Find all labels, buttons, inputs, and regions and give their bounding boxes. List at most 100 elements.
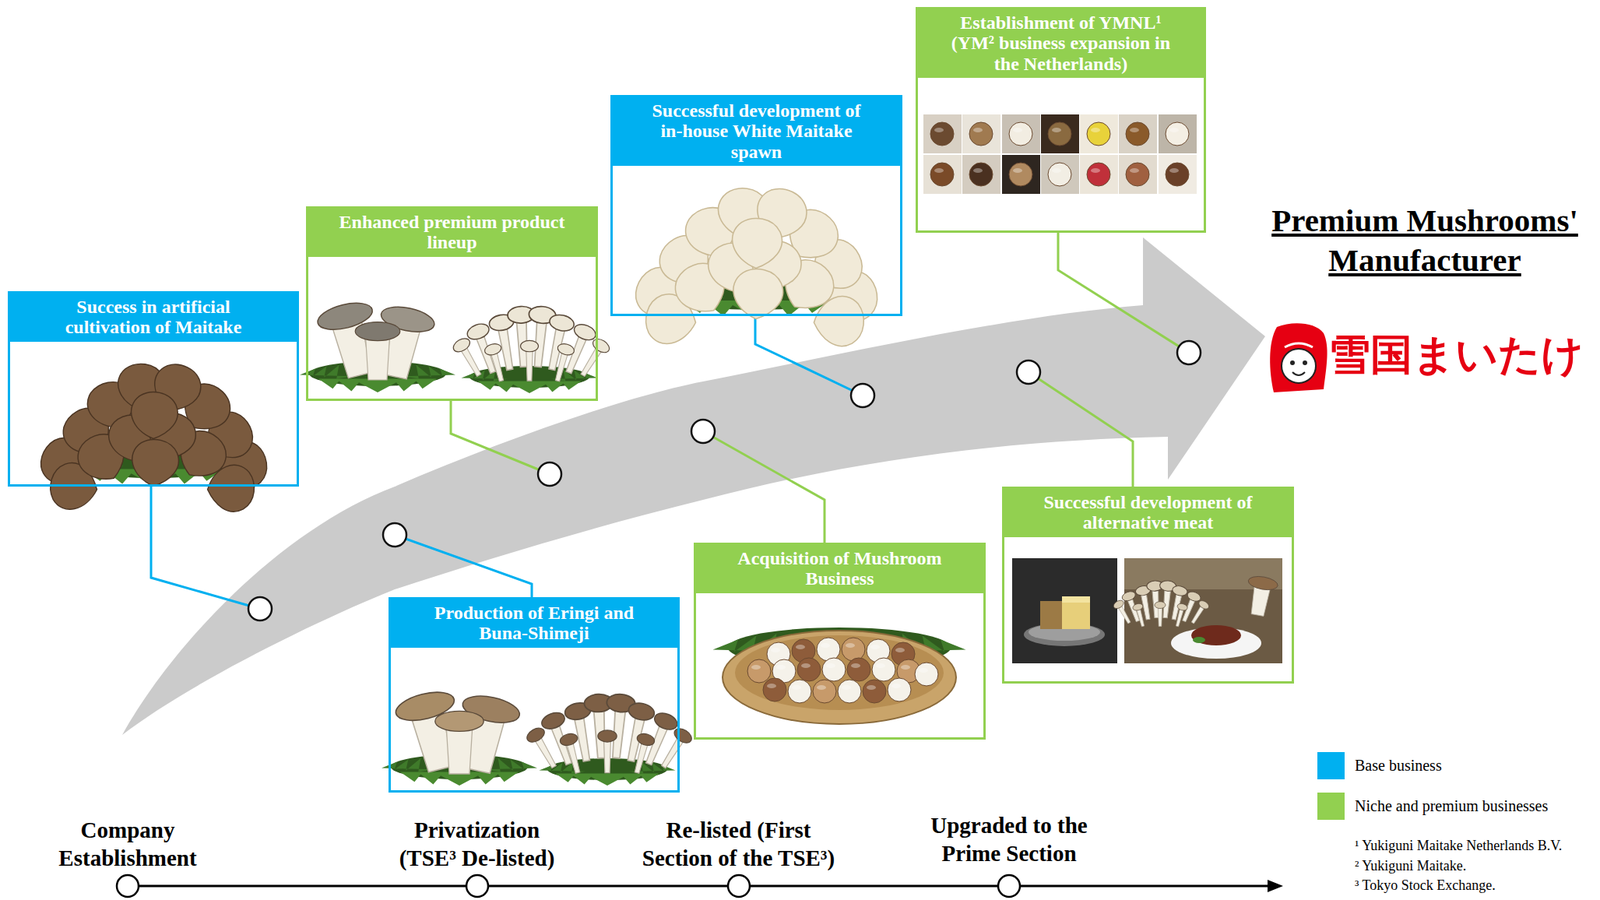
milestone-dots xyxy=(1016,360,1041,384)
timeline xyxy=(466,875,489,897)
mushroom-photo-grid xyxy=(1047,122,1072,146)
basket-picture xyxy=(837,679,862,704)
heading-band: Success in artificial cultivation of Mai… xyxy=(10,293,297,342)
mushroom-photo-grid xyxy=(1040,154,1080,194)
mushroom-photo-grid xyxy=(1040,114,1080,154)
milestone-dots xyxy=(383,523,407,547)
mushroom-photo-grid xyxy=(923,114,1197,194)
alternative-meat-photos xyxy=(1191,625,1242,646)
footnote-box: ² Yukiguni Maitake. xyxy=(1354,858,1467,876)
timeline-label: Re-listed (First Section of the TSE³) xyxy=(635,815,842,873)
box-heading: Production of Eringi and Buna-Shimeji xyxy=(418,602,650,644)
leader-line xyxy=(703,431,825,543)
alternative-meat-photos xyxy=(1111,580,1210,628)
mushroom-photo-grid xyxy=(962,114,1001,154)
logo-mascot xyxy=(1284,343,1313,348)
mushroom-photo-grid xyxy=(1002,114,1041,154)
mushroom-photo-grid xyxy=(1009,122,1033,146)
basket-picture xyxy=(847,657,871,682)
mushroom-photo-grid xyxy=(930,162,954,187)
footnote: ¹ Yukiguni Maitake Netherlands B.V. xyxy=(1354,837,1562,855)
alternative-meat-photos xyxy=(1040,601,1064,630)
milestone-box: Production of Eringi and Buna-Shimeji xyxy=(388,597,680,793)
basket-picture xyxy=(787,679,812,704)
maitake-picture xyxy=(34,359,274,514)
timeline xyxy=(998,875,1020,897)
leader-line xyxy=(1028,372,1133,487)
basket-picture xyxy=(862,679,887,704)
logo-mascot xyxy=(1292,372,1305,376)
alternative-meat-photos xyxy=(1192,636,1206,644)
timeline xyxy=(727,875,750,897)
logo-text-box: 雪国まいたけ xyxy=(1328,330,1584,381)
milestone-box: Establishment of YMNL¹ (YM² business exp… xyxy=(915,7,1207,233)
alternative-meat-photos xyxy=(1061,596,1091,603)
mushroom-photo-grid xyxy=(1009,162,1033,187)
timeline-label-box: Re-listed (First Section of the TSE³) xyxy=(635,815,842,873)
legend-swatch xyxy=(1317,792,1345,820)
milestone-dots xyxy=(538,462,562,486)
mushroom-photo-grid xyxy=(1158,114,1197,154)
title-box: Premium Mushrooms' Manufacturer xyxy=(1255,200,1595,282)
milestone-dots xyxy=(1177,341,1201,365)
leader-line xyxy=(394,534,532,598)
mushroom-photo-grid xyxy=(1079,154,1119,194)
basket-picture xyxy=(812,679,837,704)
eringi-shimeji-picture xyxy=(381,686,695,786)
basket-picture xyxy=(887,678,911,702)
milestone-dots xyxy=(248,597,272,621)
white-maitake-picture xyxy=(628,183,884,349)
milestone-dots xyxy=(850,383,875,408)
heading-band: Successful development of in-house White… xyxy=(612,97,901,166)
mushroom-photo-grid xyxy=(930,122,954,146)
leader-line xyxy=(450,400,550,475)
logo-mascot xyxy=(1290,360,1295,366)
basket-picture xyxy=(747,659,771,683)
alternative-meat-photos xyxy=(1061,596,1091,630)
heading-band: Successful development of alternative me… xyxy=(1004,488,1292,538)
eringi-shimeji-picture xyxy=(435,710,484,774)
timeline xyxy=(1267,879,1284,893)
mushroom-photo-grid xyxy=(1086,162,1111,187)
milestone-box: Acquisition of Mushroom Business xyxy=(693,542,986,740)
milestone-box: Success in artificial cultivation of Mai… xyxy=(7,291,299,487)
mushroom-photo-grid xyxy=(1165,122,1189,146)
logo-mascot xyxy=(1281,348,1316,384)
logo-mascot xyxy=(1269,323,1327,393)
timeline-label-box: Company Establishment xyxy=(49,815,206,873)
footnote: ³ Tokyo Stock Exchange. xyxy=(1354,877,1496,895)
basket-picture xyxy=(816,637,841,662)
basket-picture xyxy=(822,657,846,682)
white-maitake-picture xyxy=(628,183,884,349)
mushroom-photo-grid xyxy=(1002,154,1041,194)
timeline-label: Upgraded to the Prime Section xyxy=(915,811,1103,869)
mushroom-photo-grid xyxy=(1118,114,1157,154)
eringi-shimeji-picture xyxy=(524,692,695,775)
box-heading: Successful development of in-house White… xyxy=(641,100,873,162)
heading-band: Production of Eringi and Buna-Shimeji xyxy=(390,599,678,648)
maitake-picture xyxy=(34,359,274,514)
leader-line xyxy=(1058,232,1189,353)
timeline xyxy=(116,875,139,897)
footnote-box: ³ Tokyo Stock Exchange. xyxy=(1354,877,1496,895)
premium-lineup-picture xyxy=(355,322,401,380)
logo-text: 雪国まいたけ xyxy=(1328,330,1584,381)
mushroom-photo-grid xyxy=(1086,122,1111,146)
alternative-meat-photos xyxy=(1012,558,1283,664)
milestone-box: Successful development of in-house White… xyxy=(610,94,903,317)
mushroom-photo-grid xyxy=(969,162,993,187)
timeline-label: Privatization (TSE³ De-listed) xyxy=(389,815,565,873)
alternative-meat-photos xyxy=(1012,558,1118,664)
heading-band: Enhanced premium product lineup xyxy=(308,208,596,257)
basket-picture xyxy=(763,678,787,702)
timeline-label: Company Establishment xyxy=(49,815,206,873)
mushroom-photo-grid xyxy=(1079,114,1119,154)
legend-text: Niche and premium businesses xyxy=(1354,796,1548,816)
basket-picture xyxy=(914,662,939,686)
mushroom-photo-grid xyxy=(1118,154,1157,194)
mushroom-photo-grid xyxy=(1125,122,1150,146)
mushroom-photo-grid xyxy=(1125,162,1150,187)
timeline xyxy=(127,885,1270,888)
title: Premium Mushrooms' Manufacturer xyxy=(1255,200,1595,282)
